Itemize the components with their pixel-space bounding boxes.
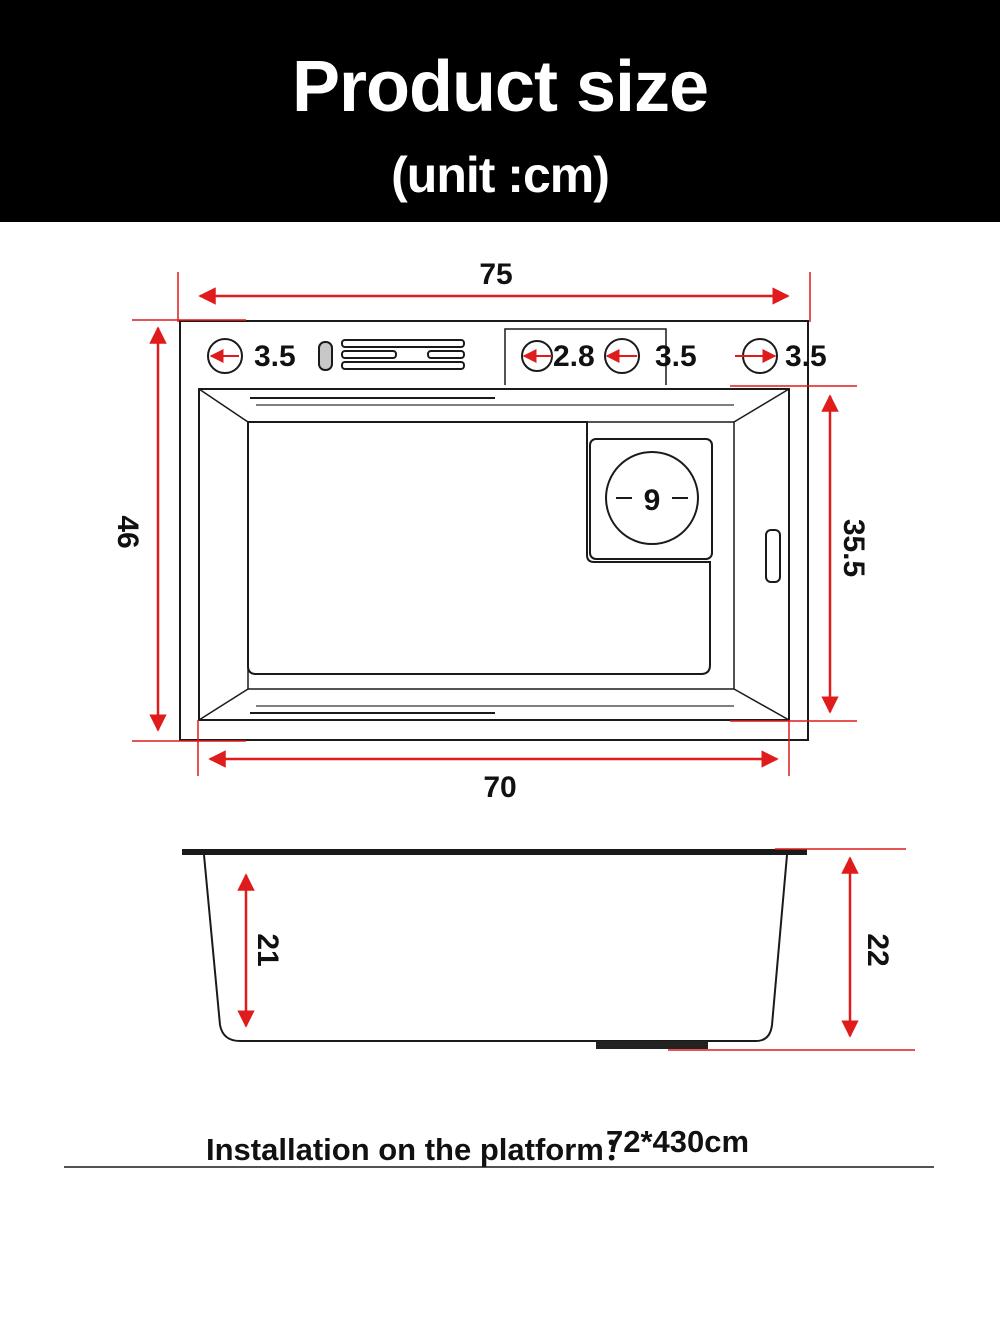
side-view: 21 22 [182,848,915,1051]
drain-box [589,438,713,560]
top-view: 9 3.5 2.8 3.5 3.5 [111,258,870,804]
inner-width-label: 70 [483,771,516,804]
tap-hole-2 [521,340,553,372]
hole-1-label: 3.5 [254,340,296,373]
page-title: Product size [291,47,709,127]
sink-outline [179,320,809,741]
outer-height-label: 22 [861,933,894,966]
extension-lines [132,272,857,776]
tap-hole-3 [604,338,640,374]
drain-outlet [596,1041,708,1049]
overflow-slot [765,529,781,583]
hole-3-label: 3.5 [655,340,697,373]
tap-hole-4 [735,338,778,374]
unit-subtitle: (unit :cm) [391,147,610,203]
sink-body-profile [203,854,788,1042]
drain-diameter-label: 9 [644,484,661,517]
tap-hole-1 [207,338,243,374]
basin-frame [198,388,790,721]
soap-dispenser [318,341,333,371]
overall-width-label: 75 [479,258,512,291]
inner-depth-label: 35.5 [837,519,870,577]
side-extension-lines [668,848,915,1051]
installation-value: 72*430cm [606,1124,750,1159]
cup-washer-grille [341,339,465,370]
basin-inner-rim [247,421,735,690]
inner-height-label: 21 [251,933,284,966]
basin-floor [247,421,711,675]
drain-circle [605,451,699,545]
hole-4-label: 3.5 [785,340,827,373]
tap-panel [504,328,667,385]
installation-label: Installation on the platform： [206,1132,635,1167]
header-banner: Product size (unit :cm) [0,0,1000,222]
hole-2-label: 2.8 [553,340,595,373]
overall-depth-label: 46 [111,515,144,548]
